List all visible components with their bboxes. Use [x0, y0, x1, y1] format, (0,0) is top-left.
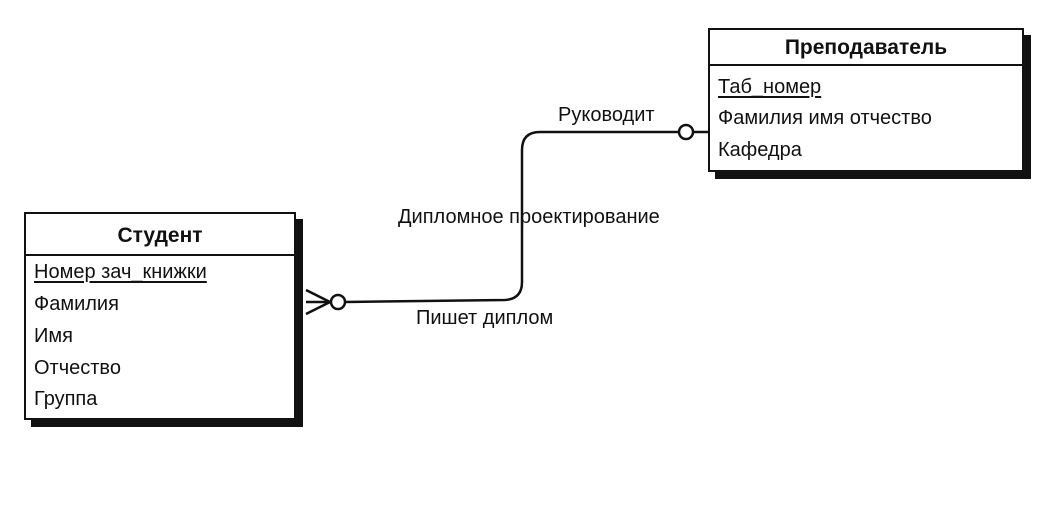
- student-attribute-lastname: Фамилия: [34, 293, 119, 315]
- teacher-key-attribute: Таб_номер: [718, 76, 822, 98]
- teacher-attribute-department: Кафедра: [718, 139, 802, 161]
- relationship-name-label: Дипломное проектирование: [398, 206, 660, 228]
- entity-student-title: Студент: [26, 214, 294, 256]
- teacher-role-label: Руководит: [558, 104, 655, 126]
- teacher-optional-circle: [677, 123, 695, 141]
- student-attribute-group: Группа: [34, 388, 98, 410]
- student-role-label: Пишет диплом: [416, 307, 554, 329]
- student-attribute-firstname: Имя: [34, 325, 73, 347]
- student-crowfoot: [305, 288, 331, 316]
- entity-teacher-title: Преподаватель: [710, 30, 1022, 66]
- entity-student[interactable]: Студент Номер зач_книжки Фамилия Имя Отч…: [24, 212, 296, 420]
- student-attribute-patronymic: Отчество: [34, 357, 121, 379]
- relationship-line: [344, 130, 679, 304]
- teacher-attribute-fio: Фамилия имя отчество: [718, 107, 932, 129]
- student-optional-circle: [329, 293, 347, 311]
- entity-teacher[interactable]: Преподаватель Таб_номер Фамилия имя отче…: [708, 28, 1024, 172]
- student-key-attribute: Номер зач_книжки: [34, 261, 207, 283]
